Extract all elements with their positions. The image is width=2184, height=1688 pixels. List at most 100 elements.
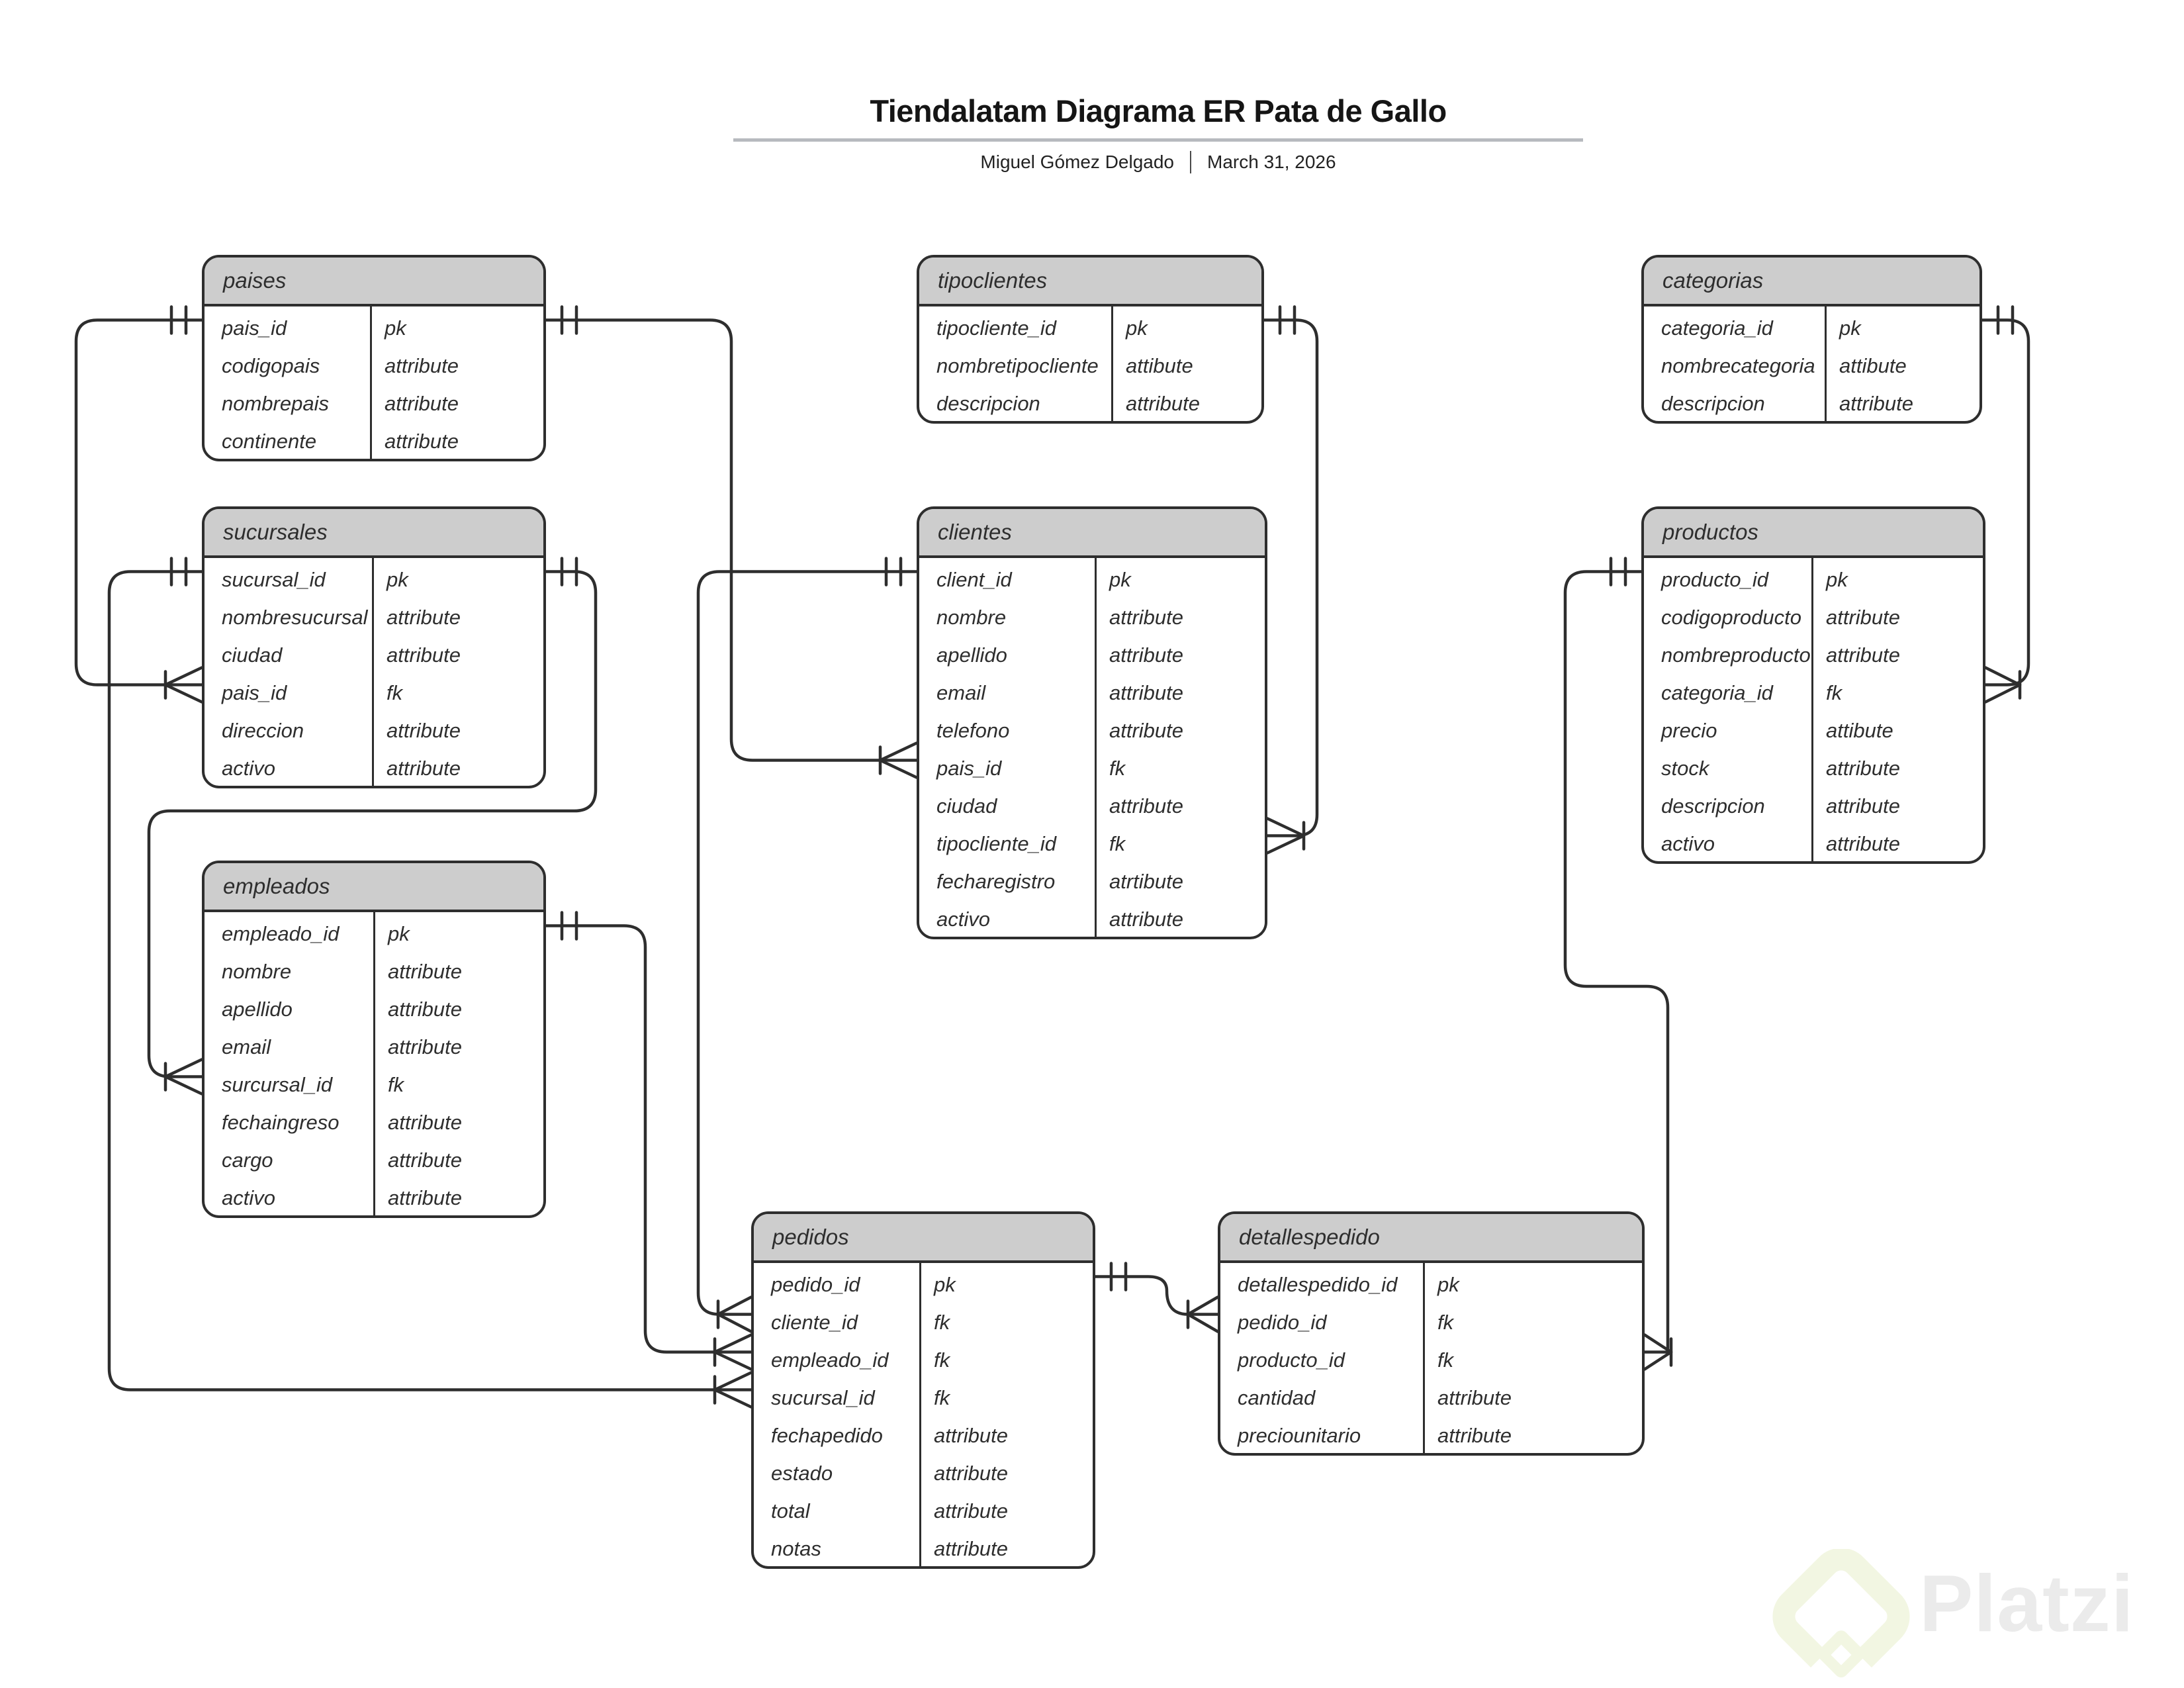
key-type-cell: attribute xyxy=(1839,391,1914,415)
diagram-header: Tiendalatam Diagrama ER Pata de Gallo Mi… xyxy=(728,93,1588,173)
field-name-cell: client_id xyxy=(936,567,1012,591)
entity-name: detallespedido xyxy=(1239,1225,1380,1249)
relationship-productos.producto_id--detallespedido.producto_id xyxy=(1563,557,1673,1371)
field-name-cell: activo xyxy=(1661,831,1715,855)
key-type-cell: attribute xyxy=(1109,605,1184,629)
key-type-cell: attibute xyxy=(1826,718,1893,742)
key-type-cell: attribute xyxy=(1437,1385,1512,1409)
field-name-cell: nombre xyxy=(936,605,1007,629)
diagram-subtitle: Miguel Gómez Delgado March 31, 2026 xyxy=(728,151,1588,173)
column-divider xyxy=(1423,1263,1425,1453)
field-name-cell: apellido xyxy=(936,643,1007,667)
entity-header: tipoclientes xyxy=(919,258,1261,306)
relationship-sucursales.sucursal_id--pedidos.sucursal_id xyxy=(107,557,753,1409)
field-name-cell: fechapedido xyxy=(771,1423,883,1447)
key-type-cell: attribute xyxy=(1109,643,1184,667)
column-divider xyxy=(1811,558,1813,861)
key-type-cell: attribute xyxy=(385,391,459,415)
key-type-cell: attibute xyxy=(1126,353,1193,377)
field-name-cell: apellido xyxy=(222,997,293,1021)
key-type-cell: fk xyxy=(1437,1310,1454,1334)
relationship-paises.pais_id--clientes.pais_id xyxy=(544,305,919,779)
field-name-cell: preciounitario xyxy=(1238,1423,1361,1447)
field-name-cell: direccion xyxy=(222,718,304,742)
key-type-cell: pk xyxy=(387,567,408,591)
relationship-paises.pais_id--sucursales.pais_id xyxy=(74,305,204,704)
field-name-cell: activo xyxy=(936,907,990,931)
key-type-cell: attribute xyxy=(1826,643,1901,667)
key-type-cell: pk xyxy=(1437,1272,1459,1296)
entity-name: productos xyxy=(1662,520,1758,544)
field-name-cell: nombresucursal xyxy=(222,605,368,629)
entity-table-sucursales: sucursales sucursal_id pk nombresucursal att… xyxy=(202,506,546,788)
entity-header: categorias xyxy=(1644,258,1979,306)
key-type-cell: attribute xyxy=(385,429,459,453)
field-name-cell: producto_id xyxy=(1661,567,1769,591)
key-type-cell: attribute xyxy=(1437,1423,1512,1447)
key-type-cell: fk xyxy=(387,680,403,704)
entity-header: sucursales xyxy=(205,509,543,558)
key-type-cell: fk xyxy=(934,1348,950,1372)
entity-name: tipoclientes xyxy=(938,268,1048,293)
field-row: pais_id pk xyxy=(205,309,543,347)
key-type-cell: pk xyxy=(1109,567,1131,591)
relationship-empleados.empleado_id--pedidos.empleado_id xyxy=(544,911,753,1371)
entity-header: clientes xyxy=(919,509,1265,558)
field-name-cell: precio xyxy=(1661,718,1717,742)
key-type-cell: attribute xyxy=(388,959,463,983)
key-type-cell: pk xyxy=(385,316,406,340)
field-row: cantidad attribute xyxy=(1220,1379,1642,1417)
field-name-cell: categoria_id xyxy=(1661,316,1773,340)
relationship-categorias.categoria_id--productos.categoria_id xyxy=(1980,305,2030,704)
column-divider xyxy=(1111,306,1113,421)
field-name-cell: activo xyxy=(222,756,275,780)
field-name-cell: pais_id xyxy=(936,756,1002,780)
field-name-cell: email xyxy=(936,680,986,704)
field-name-cell: cantidad xyxy=(1238,1385,1316,1409)
key-type-cell: attribute xyxy=(934,1423,1009,1447)
field-name-cell: nombrecategoria xyxy=(1661,353,1815,377)
key-type-cell: attribute xyxy=(388,1110,463,1134)
key-type-cell: pk xyxy=(934,1272,956,1296)
field-name-cell: empleado_id xyxy=(222,921,340,945)
field-row: precio attibute xyxy=(1644,712,1983,749)
key-type-cell: attribute xyxy=(387,756,461,780)
key-type-cell: attribute xyxy=(387,605,461,629)
field-name-cell: sucursal_id xyxy=(222,567,326,591)
column-divider xyxy=(372,558,374,786)
field-name-cell: pais_id xyxy=(222,316,287,340)
entity-name: sucursales xyxy=(223,520,328,544)
title-divider xyxy=(733,138,1583,142)
field-name-cell: nombrepais xyxy=(222,391,329,415)
key-type-cell: fk xyxy=(934,1385,950,1409)
field-name-cell: codigopais xyxy=(222,353,320,377)
key-type-cell: attribute xyxy=(1109,718,1184,742)
key-type-cell: attribute xyxy=(1126,391,1201,415)
key-type-cell: attribute xyxy=(1826,831,1901,855)
entity-name: empleados xyxy=(223,874,330,898)
